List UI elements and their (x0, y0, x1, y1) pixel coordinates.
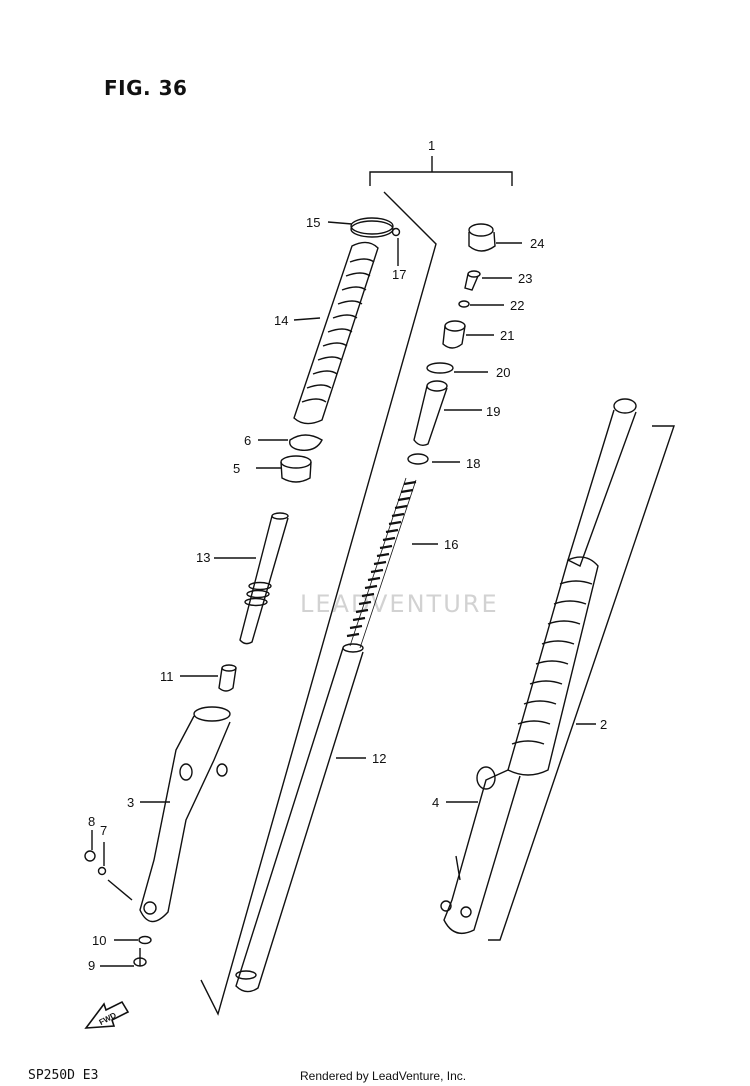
outer-tube-right-4 (455, 855, 461, 881)
callout-13: 13 (196, 550, 210, 565)
damper-rod-13 (239, 512, 289, 645)
nut-8 (84, 850, 96, 862)
spacer-19 (413, 380, 448, 447)
figure-title: FIG. 36 (104, 76, 188, 100)
callout-6: 6 (244, 433, 251, 448)
callout-22: 22 (510, 298, 524, 313)
o-ring-20 (426, 362, 454, 374)
inner-tube-12 (235, 643, 364, 993)
bolt-9 (133, 948, 147, 967)
callout-15: 15 (306, 215, 320, 230)
spring-seat-18 (407, 453, 429, 465)
cap-bolt-21 (442, 320, 466, 349)
watermark: LEADVENTURE (300, 590, 499, 618)
gasket-10 (138, 935, 152, 945)
callout-19: 19 (486, 404, 500, 419)
callout-11: 11 (160, 669, 174, 684)
fwd-label: FWD (98, 1010, 119, 1027)
spring-piece-11 (218, 664, 237, 692)
callout-17: 17 (392, 267, 406, 282)
valve-cap-24 (468, 223, 496, 252)
assembly-boundary-left (200, 191, 437, 1016)
callout-12: 12 (372, 751, 386, 766)
model-code: SP250D E3 (28, 1068, 99, 1083)
ring-6 (289, 434, 323, 451)
clamp-15 (350, 217, 394, 235)
callout-2: 2 (600, 717, 607, 732)
outer-tube-left-3 (139, 706, 231, 923)
assembly-boundary-right (488, 425, 675, 941)
callout-9: 9 (88, 958, 95, 973)
washer-7 (97, 866, 107, 876)
fork-boot-14 (293, 241, 379, 425)
callout-18: 18 (466, 456, 480, 471)
callout-14: 14 (274, 313, 288, 328)
bracket-1 (369, 171, 513, 186)
callout-8: 8 (88, 814, 95, 829)
callout-16: 16 (444, 537, 458, 552)
callout-23: 23 (518, 271, 532, 286)
fork-spring-16 (346, 477, 417, 649)
fork-assembly-right-2 (440, 398, 637, 934)
callout-5: 5 (233, 461, 240, 476)
oil-seal-5 (280, 455, 312, 483)
callout-21: 21 (500, 328, 514, 343)
callout-3: 3 (127, 795, 134, 810)
callout-7: 7 (100, 823, 107, 838)
callout-24: 24 (530, 236, 544, 251)
o-ring-22 (458, 300, 470, 308)
callout-4: 4 (432, 795, 439, 810)
forward-arrow-icon: FWD (84, 1000, 130, 1029)
callout-10: 10 (92, 933, 106, 948)
air-valve-23 (464, 270, 481, 291)
callout-1: 1 (428, 138, 435, 153)
callout-20: 20 (496, 365, 510, 380)
credit-text: Rendered by LeadVenture, Inc. (300, 1069, 467, 1083)
